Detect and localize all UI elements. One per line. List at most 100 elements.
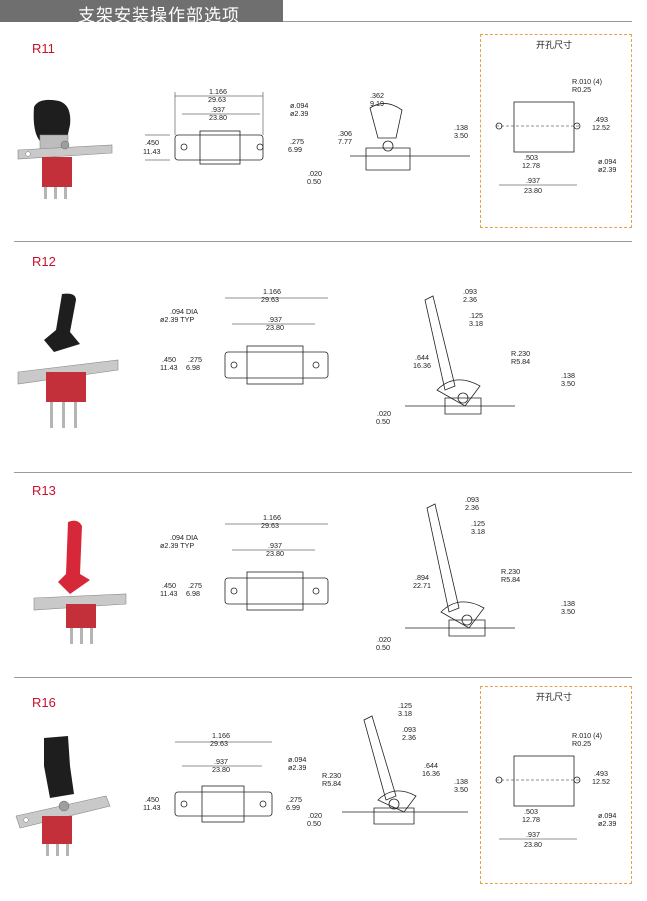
r16-cut-hole-mm: ø2.39 (598, 819, 616, 828)
r12-side-r-mm: R5.84 (511, 357, 530, 366)
r16-center-in: .937 (214, 757, 228, 766)
r16-side-c-in: .138 (454, 777, 468, 786)
r13-hole-in: .094 DIA (170, 533, 198, 542)
r13-side-b-mm: 3.18 (471, 527, 485, 536)
r11-hole-mm: ø2.39 (290, 109, 308, 118)
r13-side-c-in: .138 (561, 599, 575, 608)
r16-center-mm: 23.80 (212, 765, 230, 774)
r11-cut-hole-mm: ø2.39 (598, 165, 616, 174)
r16-cutout-title: 开孔尺寸 (536, 693, 573, 703)
r12-hole-in: .094 DIA (170, 307, 198, 316)
r16-right-in: .275 (288, 795, 302, 804)
r12-center-mm: 23.80 (266, 323, 284, 332)
r13-center-mm: 23.80 (266, 549, 284, 558)
r13-front-drawing: 1.166 29.63 .937 23.80 .094 DIA ø2.39 TY… (160, 513, 329, 611)
r11-front-drawing: 1.166 29.63 .937 23.80 .450 11.43 ø.094 … (143, 87, 322, 186)
r13-side-drawing: .093 2.36 .125 3.18 .894 22.71 R.230 R5.… (376, 495, 575, 652)
r13-side-r-mm: R5.84 (501, 575, 520, 584)
header-bar (0, 0, 283, 22)
r16-cutout-drawing: R.010 (4) R0.25 .493 12.52 .503 12.78 ø.… (495, 731, 616, 849)
r16-side-len-in: .644 (424, 761, 438, 770)
r11-cut-span-mm: 23.80 (524, 186, 542, 195)
r16-cut-radius-mm: R0.25 (572, 739, 591, 748)
r16-switch-photo (15, 736, 111, 856)
r16-plate-mm: 0.50 (307, 819, 321, 828)
section-label-r11: R11 (32, 41, 55, 56)
r11-overall-mm: 29.63 (208, 95, 226, 104)
r13-overall-mm: 29.63 (261, 521, 279, 530)
r16-cut-h-in: .493 (594, 769, 608, 778)
r11-cut-radius-in: R.010 (4) (572, 77, 602, 86)
r12-height-in: .450 (162, 355, 176, 364)
r11-side-a-in: .362 (370, 91, 384, 100)
page-title: 支架安装操作部选项 (78, 6, 240, 26)
divider-1 (14, 241, 632, 242)
r11-cutout-title: 开孔尺寸 (536, 41, 573, 51)
r11-cutout-box (480, 34, 632, 228)
r12-hole-mm: ø2.39 TYP (160, 315, 194, 324)
r16-overall-in: 1.166 (212, 731, 230, 740)
r12-side-len-mm: 16.36 (413, 361, 431, 370)
r13-switch-photo (33, 520, 127, 644)
r11-height-in: .450 (145, 138, 159, 147)
r11-switch-photo (17, 99, 113, 199)
r16-height-mm: 11.43 (143, 803, 160, 812)
r12-front-drawing: 1.166 29.63 .937 23.80 .094 DIA ø2.39 TY… (160, 287, 329, 385)
r12-switch-photo (17, 293, 119, 428)
r16-side-r-mm: R5.84 (322, 779, 341, 788)
r13-hole-mm: ø2.39 TYP (160, 541, 194, 550)
r16-side-r-in: R.230 (322, 771, 341, 780)
r16-cut-span-in: .937 (526, 830, 540, 839)
r12-side-len-in: .644 (415, 353, 429, 362)
r13-side-a-mm: 2.36 (465, 503, 479, 512)
r12-side-a-mm: 2.36 (463, 295, 477, 304)
r13-center-in: .937 (268, 541, 282, 550)
r12-side-a-in: .093 (463, 287, 477, 296)
r16-plate-in: .020 (308, 811, 322, 820)
r12-center-in: .937 (268, 315, 282, 324)
section-label-r12: R12 (32, 254, 56, 269)
r13-overall-in: 1.166 (263, 513, 281, 522)
r11-hole-in: ø.094 (290, 101, 308, 110)
r16-height-in: .450 (145, 795, 159, 804)
r16-cut-radius-in: R.010 (4) (572, 731, 602, 740)
r11-plate-in: .020 (308, 169, 322, 178)
r16-cut-span-mm: 23.80 (524, 840, 542, 849)
r16-side-b-in: .093 (402, 725, 416, 734)
r12-overall-mm: 29.63 (261, 295, 279, 304)
r12-side-drawing: .093 2.36 .125 3.18 .644 16.36 R.230 R5.… (376, 287, 575, 426)
r13-side-a-in: .093 (465, 495, 479, 504)
r11-cut-h-in: .493 (594, 115, 608, 124)
r13-side-len-mm: 22.71 (413, 581, 431, 590)
r16-overall-mm: 29.63 (210, 739, 228, 748)
r12-plate-in: .020 (377, 409, 391, 418)
section-label-r13: R13 (32, 483, 56, 498)
r16-side-c-mm: 3.50 (454, 785, 468, 794)
r11-side-drawing: .362 9.19 .306 7.77 .138 3.50 (338, 91, 470, 171)
r13-plate-mm: 0.50 (376, 643, 390, 652)
r12-side-r-in: R.230 (511, 349, 530, 358)
r13-side-len-in: .894 (415, 573, 429, 582)
r11-center-in: .937 (211, 105, 225, 114)
r11-cut-half-in: .503 (524, 153, 538, 162)
r12-side-c-in: .138 (561, 371, 575, 380)
r16-hole-in: ø.094 (288, 755, 306, 764)
r11-cut-half-mm: 12.78 (522, 161, 540, 170)
divider-3 (14, 677, 632, 678)
r11-side-b-in: .306 (338, 129, 352, 138)
r11-cut-h-mm: 12.52 (592, 123, 610, 132)
r11-side-c-in: .138 (454, 123, 468, 132)
r16-cut-h-mm: 12.52 (592, 777, 610, 786)
r16-front-drawing: 1.166 29.63 .937 23.80 .450 11.43 ø.094 … (143, 731, 322, 828)
r16-hole-mm: ø2.39 (288, 763, 306, 772)
r16-side-a-in: .125 (398, 701, 412, 710)
r11-cut-span-in: .937 (526, 176, 540, 185)
divider-2 (14, 472, 632, 473)
r11-side-b-mm: 7.77 (338, 137, 352, 146)
r13-plate-in: .020 (377, 635, 391, 644)
r11-cutout-drawing: R.010 (4) R0.25 .493 12.52 .503 12.78 ø.… (495, 77, 616, 195)
r13-height-in: .450 (162, 581, 176, 590)
r13-left-in: .275 (188, 581, 202, 590)
r11-side-c-mm: 3.50 (454, 131, 468, 140)
r12-overall-in: 1.166 (263, 287, 281, 296)
